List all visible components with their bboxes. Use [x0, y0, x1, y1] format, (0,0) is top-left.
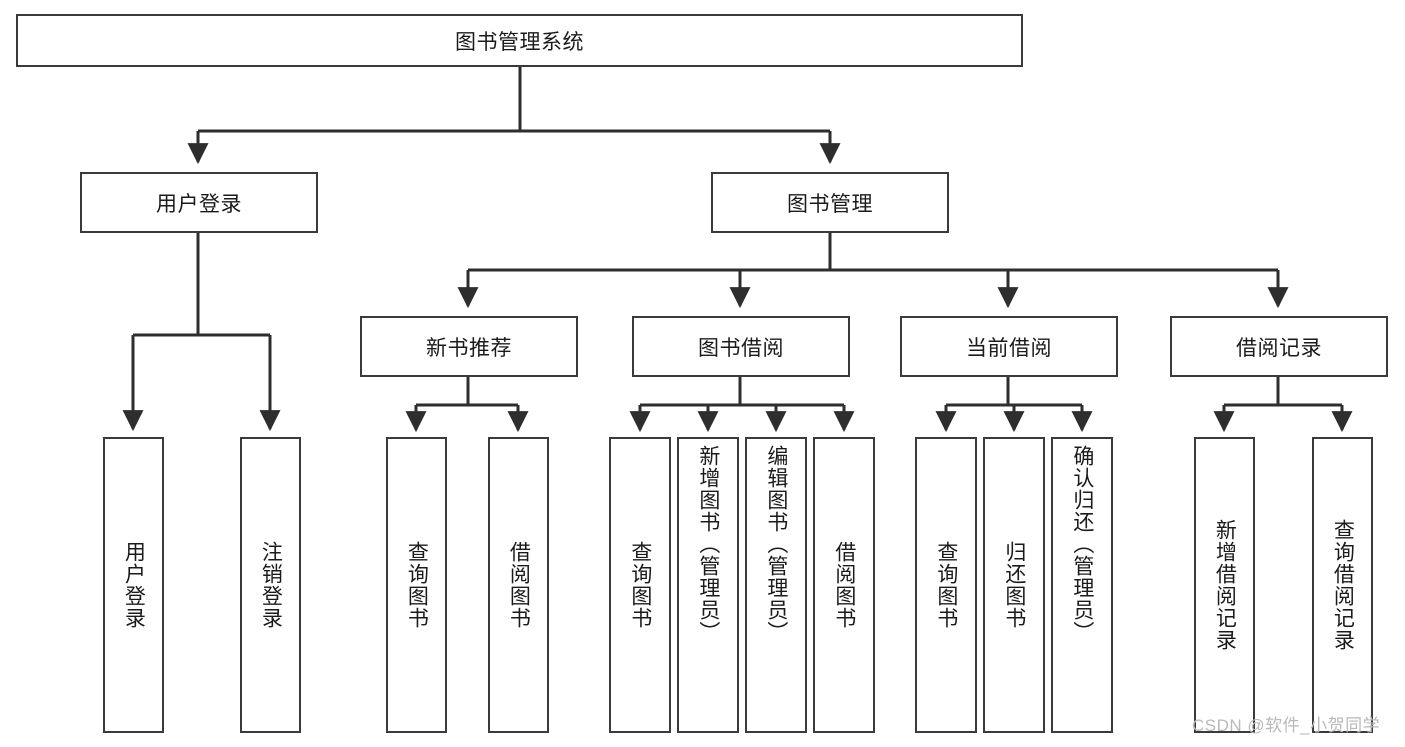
node-root-system[interactable]: 图书管理系统 [16, 14, 1023, 67]
node-label: 查询借阅记录 [1331, 519, 1355, 651]
leaf-record-query-record[interactable]: 查询借阅记录 [1312, 437, 1373, 733]
leaf-recommend-borrow-book[interactable]: 借阅图书 [488, 437, 549, 733]
node-label: 查询图书 [405, 541, 429, 629]
leaf-borrow-query-book[interactable]: 查询图书 [609, 437, 671, 733]
node-label: 归还图书 [1002, 541, 1026, 629]
leaf-record-add-record[interactable]: 新增借阅记录 [1194, 437, 1255, 733]
leaf-current-confirm-return-admin[interactable]: 确认归还（管理员） [1051, 437, 1113, 733]
node-label: 新增借阅记录 [1213, 519, 1237, 651]
node-label: 当前借阅 [966, 336, 1052, 360]
leaf-borrow-borrow-book[interactable]: 借阅图书 [813, 437, 875, 733]
node-label: 确认归还（管理员） [1070, 445, 1094, 643]
leaf-current-return-book[interactable]: 归还图书 [983, 437, 1045, 733]
node-label: 查询图书 [934, 541, 958, 629]
leaf-user-login-signin[interactable]: 用户登录 [103, 437, 164, 733]
node-label: 借阅图书 [507, 541, 531, 629]
node-book-borrow[interactable]: 图书借阅 [632, 316, 850, 377]
node-new-book-recommend[interactable]: 新书推荐 [360, 316, 578, 377]
node-label: 编辑图书（管理员） [764, 445, 788, 643]
node-label: 图书管理系统 [455, 30, 584, 54]
node-user-login[interactable]: 用户登录 [80, 172, 318, 233]
node-current-borrow[interactable]: 当前借阅 [900, 316, 1118, 377]
leaf-current-query-book[interactable]: 查询图书 [915, 437, 977, 733]
node-label: 注销登录 [259, 541, 283, 629]
leaf-borrow-edit-book-admin[interactable]: 编辑图书（管理员） [745, 437, 807, 733]
leaf-user-login-signout[interactable]: 注销登录 [240, 437, 301, 733]
node-label: 图书管理 [787, 192, 873, 216]
node-label: 新增图书（管理员） [696, 445, 720, 643]
leaf-borrow-add-book-admin[interactable]: 新增图书（管理员） [677, 437, 739, 733]
node-label: 查询图书 [628, 541, 652, 629]
node-label: 借阅记录 [1236, 336, 1322, 360]
csdn-watermark: CSDN @软件_小贺同学 [1192, 716, 1381, 735]
node-label: 用户登录 [156, 192, 242, 216]
node-label: 借阅图书 [832, 541, 856, 629]
node-label: 图书借阅 [698, 336, 784, 360]
node-label: 新书推荐 [426, 336, 512, 360]
node-book-management[interactable]: 图书管理 [711, 172, 949, 233]
node-label: 用户登录 [122, 541, 146, 629]
node-borrow-record[interactable]: 借阅记录 [1170, 316, 1388, 377]
leaf-recommend-query-book[interactable]: 查询图书 [386, 437, 447, 733]
